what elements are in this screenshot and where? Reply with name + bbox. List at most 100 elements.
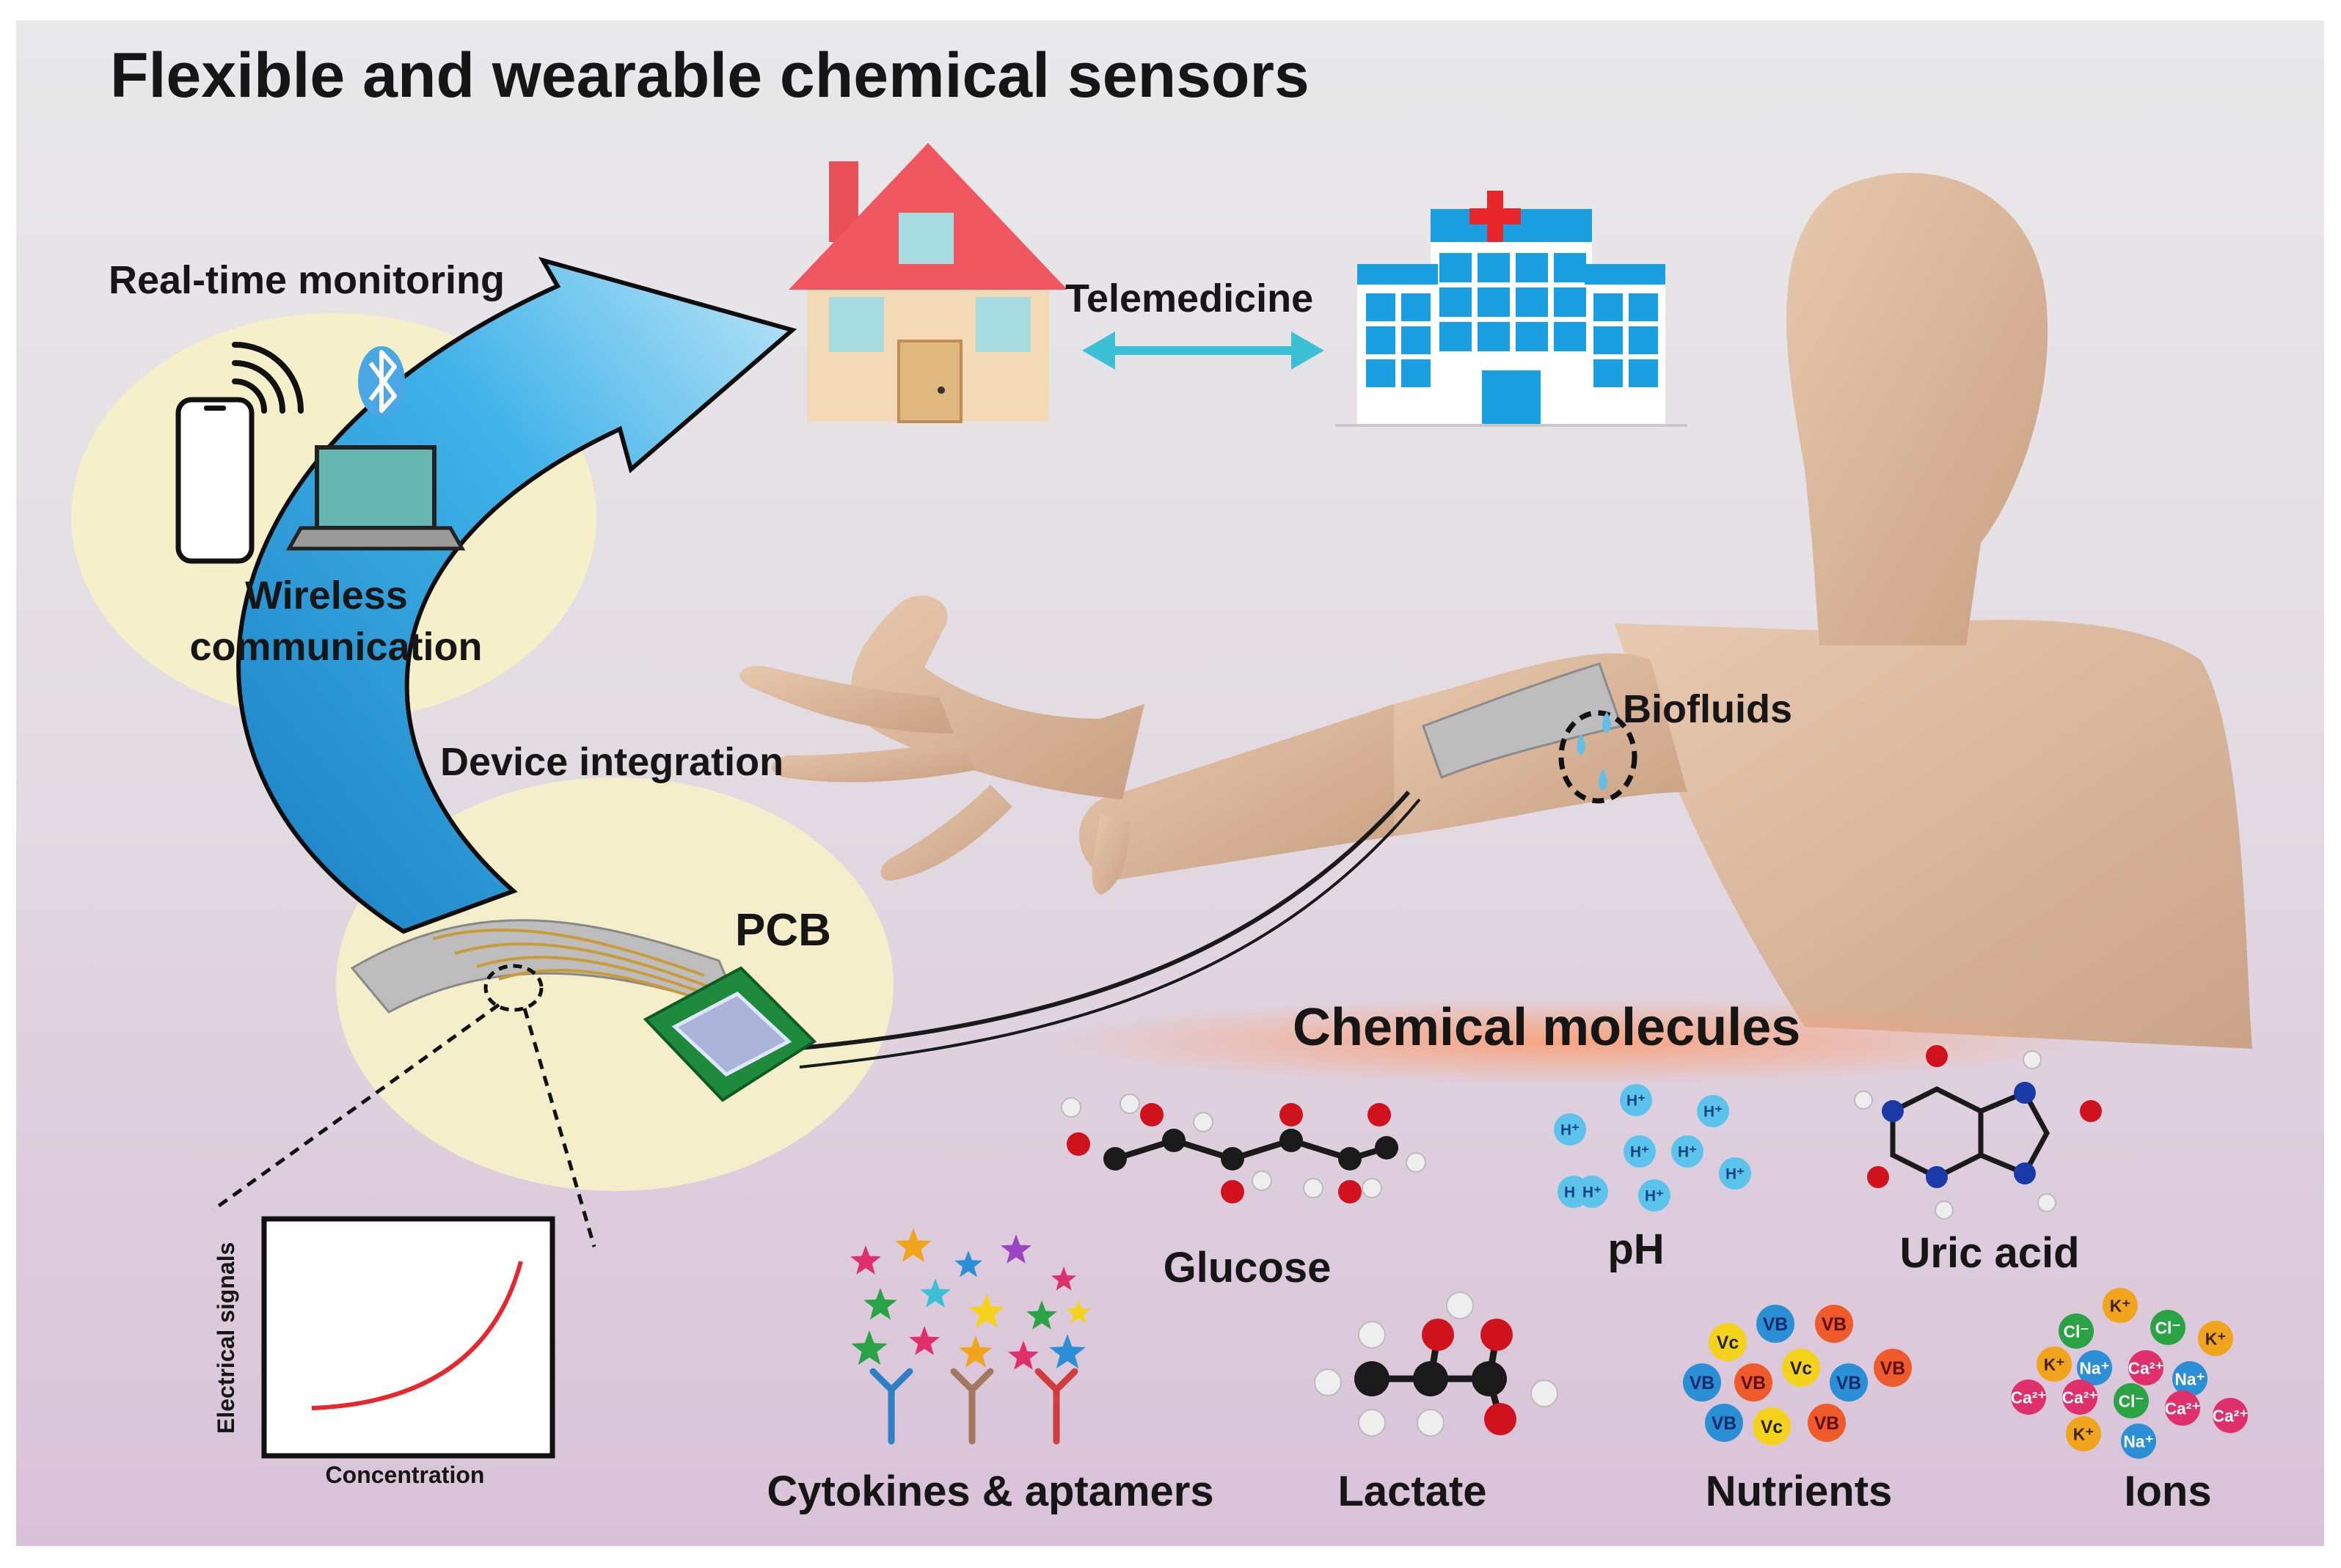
svg-text:H⁺: H⁺ — [1725, 1166, 1745, 1183]
vitamin-ball: VB — [1756, 1305, 1794, 1343]
zoom-circle — [483, 964, 544, 1012]
droplet-icon — [1599, 769, 1607, 791]
ion-ball: Ca²⁺ — [2213, 1398, 2249, 1433]
svg-text:Ca²⁺: Ca²⁺ — [2213, 1406, 2249, 1425]
svg-text:H⁺: H⁺ — [1582, 1184, 1602, 1201]
svg-text:Ca²⁺: Ca²⁺ — [2011, 1388, 2047, 1407]
smartphone-icon — [175, 397, 255, 564]
ion-balls: K⁺ Cl⁻ Cl⁻ K⁺ K⁺ Na⁺ Ca²⁺ Na⁺ Ca²⁺ Ca²⁺ Cl⁻ Ca²⁺ Ca²… — [2011, 1288, 2249, 1459]
inset-xlabel: Concentration — [325, 1462, 485, 1488]
cytokine-star — [920, 1278, 951, 1308]
cytokine-star — [1001, 1234, 1031, 1264]
ion-ball: Ca²⁺ — [2128, 1350, 2164, 1385]
svg-text:K⁺: K⁺ — [2110, 1296, 2131, 1315]
house-icon — [789, 143, 1067, 423]
ion-ball: Cl⁻ — [2059, 1314, 2094, 1349]
ion-ball: K⁺ — [2066, 1416, 2101, 1451]
svg-text:Na⁺: Na⁺ — [2123, 1432, 2153, 1451]
vitamin-ball: VB — [1808, 1404, 1846, 1442]
cytokines-stars — [850, 1228, 1092, 1370]
svg-text:Cl⁻: Cl⁻ — [2119, 1391, 2144, 1410]
svg-text:H⁺: H⁺ — [1630, 1144, 1649, 1161]
hospital-icon — [1335, 191, 1687, 427]
biofluid-circle — [1558, 710, 1637, 804]
svg-text:H⁺: H⁺ — [1560, 1122, 1579, 1139]
zoom-line — [211, 1003, 500, 1212]
svg-text:Na⁺: Na⁺ — [2079, 1358, 2109, 1377]
realtime-monitoring-label: Real-time monitoring — [109, 258, 505, 302]
molecule-label-nutrients: Nutrients — [1705, 1468, 1893, 1515]
pcb-label: PCB — [735, 905, 831, 956]
svg-text:VB: VB — [1814, 1414, 1839, 1434]
wireless-label-line2: communication — [189, 625, 483, 669]
proton-ball: H⁺ — [1554, 1113, 1586, 1146]
proton-ball: H⁺ — [1719, 1157, 1751, 1190]
cytokine-star — [1026, 1300, 1057, 1330]
ion-ball: Ca²⁺ — [2062, 1380, 2098, 1415]
ion-ball: Na⁺ — [2121, 1424, 2156, 1459]
cytokine-star — [959, 1336, 993, 1368]
uric-acid-molecule — [1854, 1045, 2102, 1220]
cytokine-star — [1049, 1334, 1086, 1369]
figure-title: Flexible and wearable chemical sensors — [110, 40, 1310, 111]
telemedicine-arrow-icon — [1082, 331, 1324, 370]
svg-text:Ca²⁺: Ca²⁺ — [2165, 1399, 2201, 1418]
cytokine-star — [1008, 1341, 1039, 1370]
cytokine-star — [909, 1326, 940, 1355]
molecule-label-cytokines: Cytokines & aptamers — [767, 1468, 1214, 1515]
human-figure — [739, 172, 2252, 1049]
vitamin-ball: VB — [1815, 1305, 1853, 1343]
svg-text:VB: VB — [1690, 1374, 1714, 1393]
bluetooth-icon — [358, 346, 405, 417]
molecule-label-lactate: Lactate — [1337, 1468, 1487, 1515]
vitamin-ball: VB — [1683, 1363, 1721, 1402]
svg-text:Vc: Vc — [1761, 1418, 1783, 1437]
proton-ball: H⁺ — [1620, 1084, 1652, 1116]
cytokine-star — [968, 1294, 1005, 1328]
ion-ball: Cl⁻ — [2150, 1310, 2185, 1345]
svg-text:K⁺: K⁺ — [2205, 1329, 2227, 1348]
svg-text:K⁺: K⁺ — [2044, 1355, 2065, 1374]
ion-ball: K⁺ — [2103, 1288, 2138, 1323]
ion-ball: Cl⁻ — [2114, 1383, 2149, 1418]
ion-ball: Na⁺ — [2172, 1361, 2207, 1396]
svg-text:H⁺: H⁺ — [1645, 1188, 1664, 1205]
svg-text:Ca²⁺: Ca²⁺ — [2128, 1358, 2164, 1377]
vitamin-ball: VB — [1874, 1349, 1912, 1387]
flexible-pcb — [350, 919, 817, 1102]
droplet-icon — [1602, 711, 1611, 733]
ion-ball: Na⁺ — [2077, 1350, 2112, 1385]
ion-ball: K⁺ — [2198, 1321, 2233, 1356]
signal-curve — [311, 1261, 523, 1410]
molecule-label-uric-acid: Uric acid — [1899, 1229, 2080, 1277]
zoom-line — [522, 1008, 596, 1248]
svg-text:K⁺: K⁺ — [2073, 1424, 2095, 1443]
molecule-label-ions: Ions — [2124, 1468, 2212, 1515]
svg-text:VB: VB — [1822, 1315, 1847, 1335]
svg-text:Ca²⁺: Ca²⁺ — [2062, 1388, 2098, 1407]
molecule-label-glucose: Glucose — [1163, 1244, 1332, 1292]
svg-text:VB: VB — [1712, 1414, 1736, 1434]
cytokine-star — [895, 1228, 932, 1262]
telemedicine-label: Telemedicine — [1065, 276, 1314, 320]
svg-text:Na⁺: Na⁺ — [2174, 1369, 2205, 1388]
proton-ball: H⁺ — [1624, 1135, 1656, 1168]
ph-protons: H⁺H⁺H⁺H⁺H⁺H⁺H⁺H⁺H⁺ — [1554, 1084, 1751, 1212]
proton-ball: H⁺ — [1671, 1135, 1703, 1168]
svg-text:Vc: Vc — [1790, 1359, 1812, 1379]
glucose-molecule — [1061, 1093, 1426, 1204]
svg-text:VB: VB — [1741, 1374, 1766, 1393]
droplet-icon — [1577, 733, 1585, 755]
svg-text:H⁺: H⁺ — [1626, 1093, 1646, 1110]
realtime-arrow — [236, 257, 797, 934]
wifi-icon — [232, 342, 304, 414]
svg-text:VB: VB — [1880, 1359, 1905, 1379]
svg-text:Cl⁻: Cl⁻ — [2155, 1318, 2181, 1337]
cytokine-star — [1051, 1267, 1077, 1291]
ion-ball: K⁺ — [2037, 1347, 2072, 1382]
inset-ylabel: Electrical signals — [213, 1242, 239, 1434]
cytokine-star — [851, 1330, 888, 1365]
cytokine-star — [863, 1288, 897, 1320]
